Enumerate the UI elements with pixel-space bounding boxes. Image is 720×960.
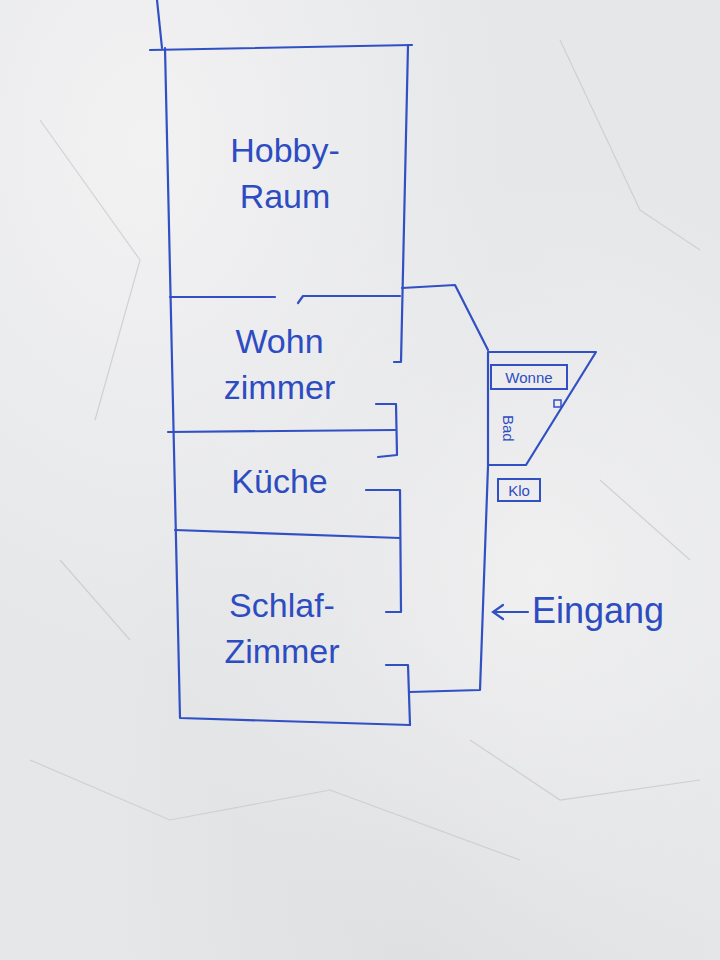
room-name: Klo (508, 483, 530, 498)
room-area: Schlaf- Zimmer (182, 545, 382, 713)
room-area: Wohn zimmer (172, 302, 387, 427)
bathroom-trapezoid: Bad Wonne (486, 350, 598, 468)
room-name: Bad (501, 415, 516, 442)
room-area: Hobby- Raum (172, 56, 398, 292)
room-name: Küche (231, 459, 327, 505)
room-area: Küche (172, 436, 387, 528)
bathtub-box: Wonne (490, 364, 568, 390)
room-name: Hobby- Raum (200, 128, 370, 220)
room-name: Wohn zimmer (195, 319, 365, 411)
toilet-box: Klo (497, 478, 541, 502)
entrance-label: Eingang (532, 590, 664, 631)
room-name: Wonne (505, 370, 552, 385)
room-name: Schlaf- Zimmer (197, 583, 367, 675)
